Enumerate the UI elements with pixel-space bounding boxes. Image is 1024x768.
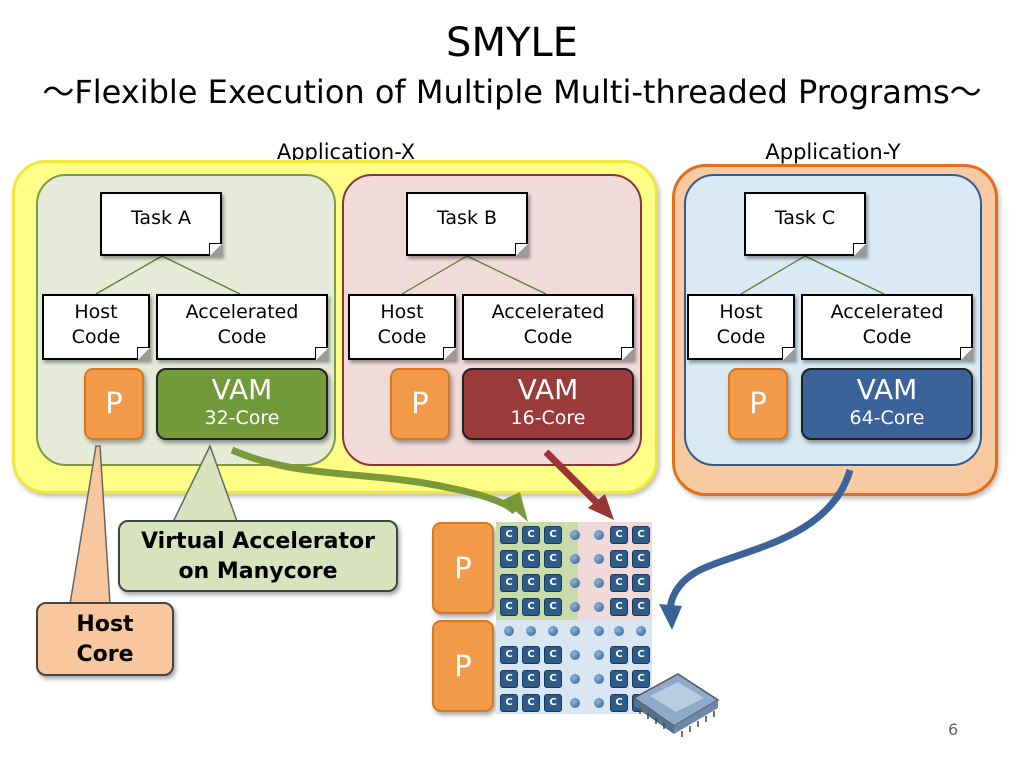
interconnect-dot <box>548 626 558 636</box>
core-cell: C <box>610 574 628 592</box>
vam-label: VAM <box>517 373 579 406</box>
core-cell: C <box>544 694 562 712</box>
host-core-callout: Host Core <box>36 602 174 676</box>
interconnect-dot <box>570 554 580 564</box>
core-cell: C <box>522 550 540 568</box>
task-b-accelerated-code: Accelerated Code <box>462 294 634 360</box>
manycore-host-processor-1: P <box>432 522 494 614</box>
core-cell: C <box>500 670 518 688</box>
interconnect-dot <box>570 698 580 708</box>
task-c-host-processor: P <box>728 368 788 440</box>
core-cell: C <box>522 670 540 688</box>
manycore-host-processor-2: P <box>432 620 494 712</box>
core-cell: C <box>632 670 650 688</box>
task-a-host-code: Host Code <box>42 294 150 360</box>
vam-label: VAM <box>211 373 273 406</box>
core-cell: C <box>610 670 628 688</box>
core-cell: C <box>522 526 540 544</box>
task-c-accelerated-code: Accelerated Code <box>801 294 973 360</box>
core-cell: C <box>522 694 540 712</box>
core-cell: C <box>500 574 518 592</box>
interconnect-dot <box>594 578 604 588</box>
interconnect-dot <box>636 626 646 636</box>
task-c-doc: Task C <box>744 192 866 256</box>
core-cell: C <box>544 670 562 688</box>
core-cell: C <box>522 574 540 592</box>
core-cell: C <box>544 574 562 592</box>
core-cell: C <box>500 646 518 664</box>
page-number: 6 <box>948 720 959 739</box>
vam-core-count: 16-Core <box>510 407 586 429</box>
interconnect-dot <box>594 602 604 612</box>
core-cell: C <box>544 598 562 616</box>
task-c-vam: VAM 64-Core <box>801 368 973 440</box>
core-cell: C <box>500 598 518 616</box>
interconnect-dot <box>570 530 580 540</box>
vam-core-count: 32-Core <box>204 407 280 429</box>
core-cell: C <box>544 550 562 568</box>
interconnect-dot <box>526 626 536 636</box>
core-cell: C <box>610 598 628 616</box>
task-a-accelerated-code: Accelerated Code <box>156 294 328 360</box>
vam-core-count: 64-Core <box>849 407 925 429</box>
core-cell: C <box>632 526 650 544</box>
core-cell: C <box>632 646 650 664</box>
task-c-host-code: Host Code <box>687 294 795 360</box>
core-cell: C <box>610 646 628 664</box>
interconnect-dot <box>594 554 604 564</box>
interconnect-dot <box>570 650 580 660</box>
interconnect-dot <box>570 578 580 588</box>
slide-title: SMYLE <box>446 20 578 66</box>
interconnect-dot <box>594 530 604 540</box>
interconnect-dot <box>594 674 604 684</box>
interconnect-dot <box>614 626 624 636</box>
core-cell: C <box>544 646 562 664</box>
core-cell: C <box>522 598 540 616</box>
core-cell: C <box>632 550 650 568</box>
interconnect-dot <box>594 650 604 660</box>
task-b-vam: VAM 16-Core <box>462 368 634 440</box>
task-a-vam: VAM 32-Core <box>156 368 328 440</box>
core-cell: C <box>610 550 628 568</box>
core-cell: C <box>500 550 518 568</box>
application-y-label: Application-Y <box>765 140 901 164</box>
task-a-host-processor: P <box>84 368 144 440</box>
core-cell: C <box>610 694 628 712</box>
task-a-doc: Task A <box>100 192 222 256</box>
task-b-host-processor: P <box>390 368 450 440</box>
interconnect-dot <box>570 602 580 612</box>
core-cell: C <box>632 598 650 616</box>
task-b-host-code: Host Code <box>348 294 456 360</box>
vam-label: VAM <box>856 373 918 406</box>
slide-subtitle: ～Flexible Execution of Multiple Multi-th… <box>42 73 982 111</box>
task-b-doc: Task B <box>406 192 528 256</box>
interconnect-dot <box>570 674 580 684</box>
core-cell: C <box>544 526 562 544</box>
vam-callout: Virtual Accelerator on Manycore <box>118 520 398 592</box>
interconnect-dot <box>594 698 604 708</box>
core-cell: C <box>500 526 518 544</box>
chip-icon <box>632 673 720 737</box>
core-cell: C <box>522 646 540 664</box>
interconnect-dot <box>504 626 514 636</box>
interconnect-dot <box>570 626 580 636</box>
core-cell: C <box>632 574 650 592</box>
core-cell: C <box>610 526 628 544</box>
core-cell: C <box>500 694 518 712</box>
interconnect-dot <box>594 626 604 636</box>
